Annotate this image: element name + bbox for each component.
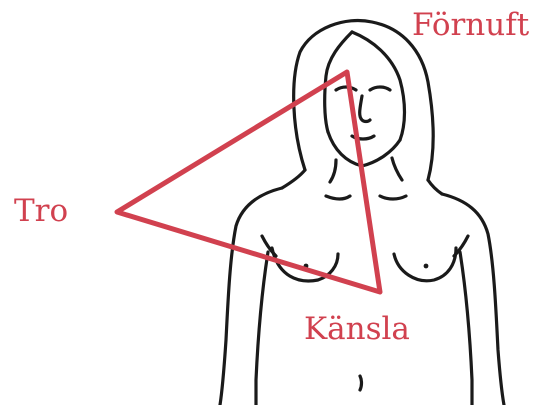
- collarbone-right: [380, 196, 406, 199]
- red-triangle: [117, 72, 380, 292]
- label-kansla: Känsla: [304, 314, 410, 345]
- neck-left: [330, 160, 336, 182]
- eye-right: [370, 87, 390, 90]
- navel: [360, 376, 362, 390]
- nipple-right: [424, 264, 429, 269]
- torso-side-left: [256, 252, 268, 405]
- eye-left: [336, 87, 356, 90]
- hair-strand-right: [428, 180, 442, 194]
- collarbone-left: [326, 196, 350, 199]
- arm-left-outer: [220, 188, 282, 405]
- neck-right: [392, 158, 402, 180]
- label-tro: Tro: [14, 196, 68, 227]
- hair-outline: [294, 20, 434, 180]
- label-fornuft: Förnuft: [412, 10, 529, 41]
- face-outline: [328, 132, 400, 166]
- torso-side-right: [460, 252, 472, 405]
- nose: [360, 96, 370, 122]
- figure-outline: [220, 20, 504, 405]
- hair-strand-left: [282, 170, 305, 188]
- figure-details: [304, 264, 429, 269]
